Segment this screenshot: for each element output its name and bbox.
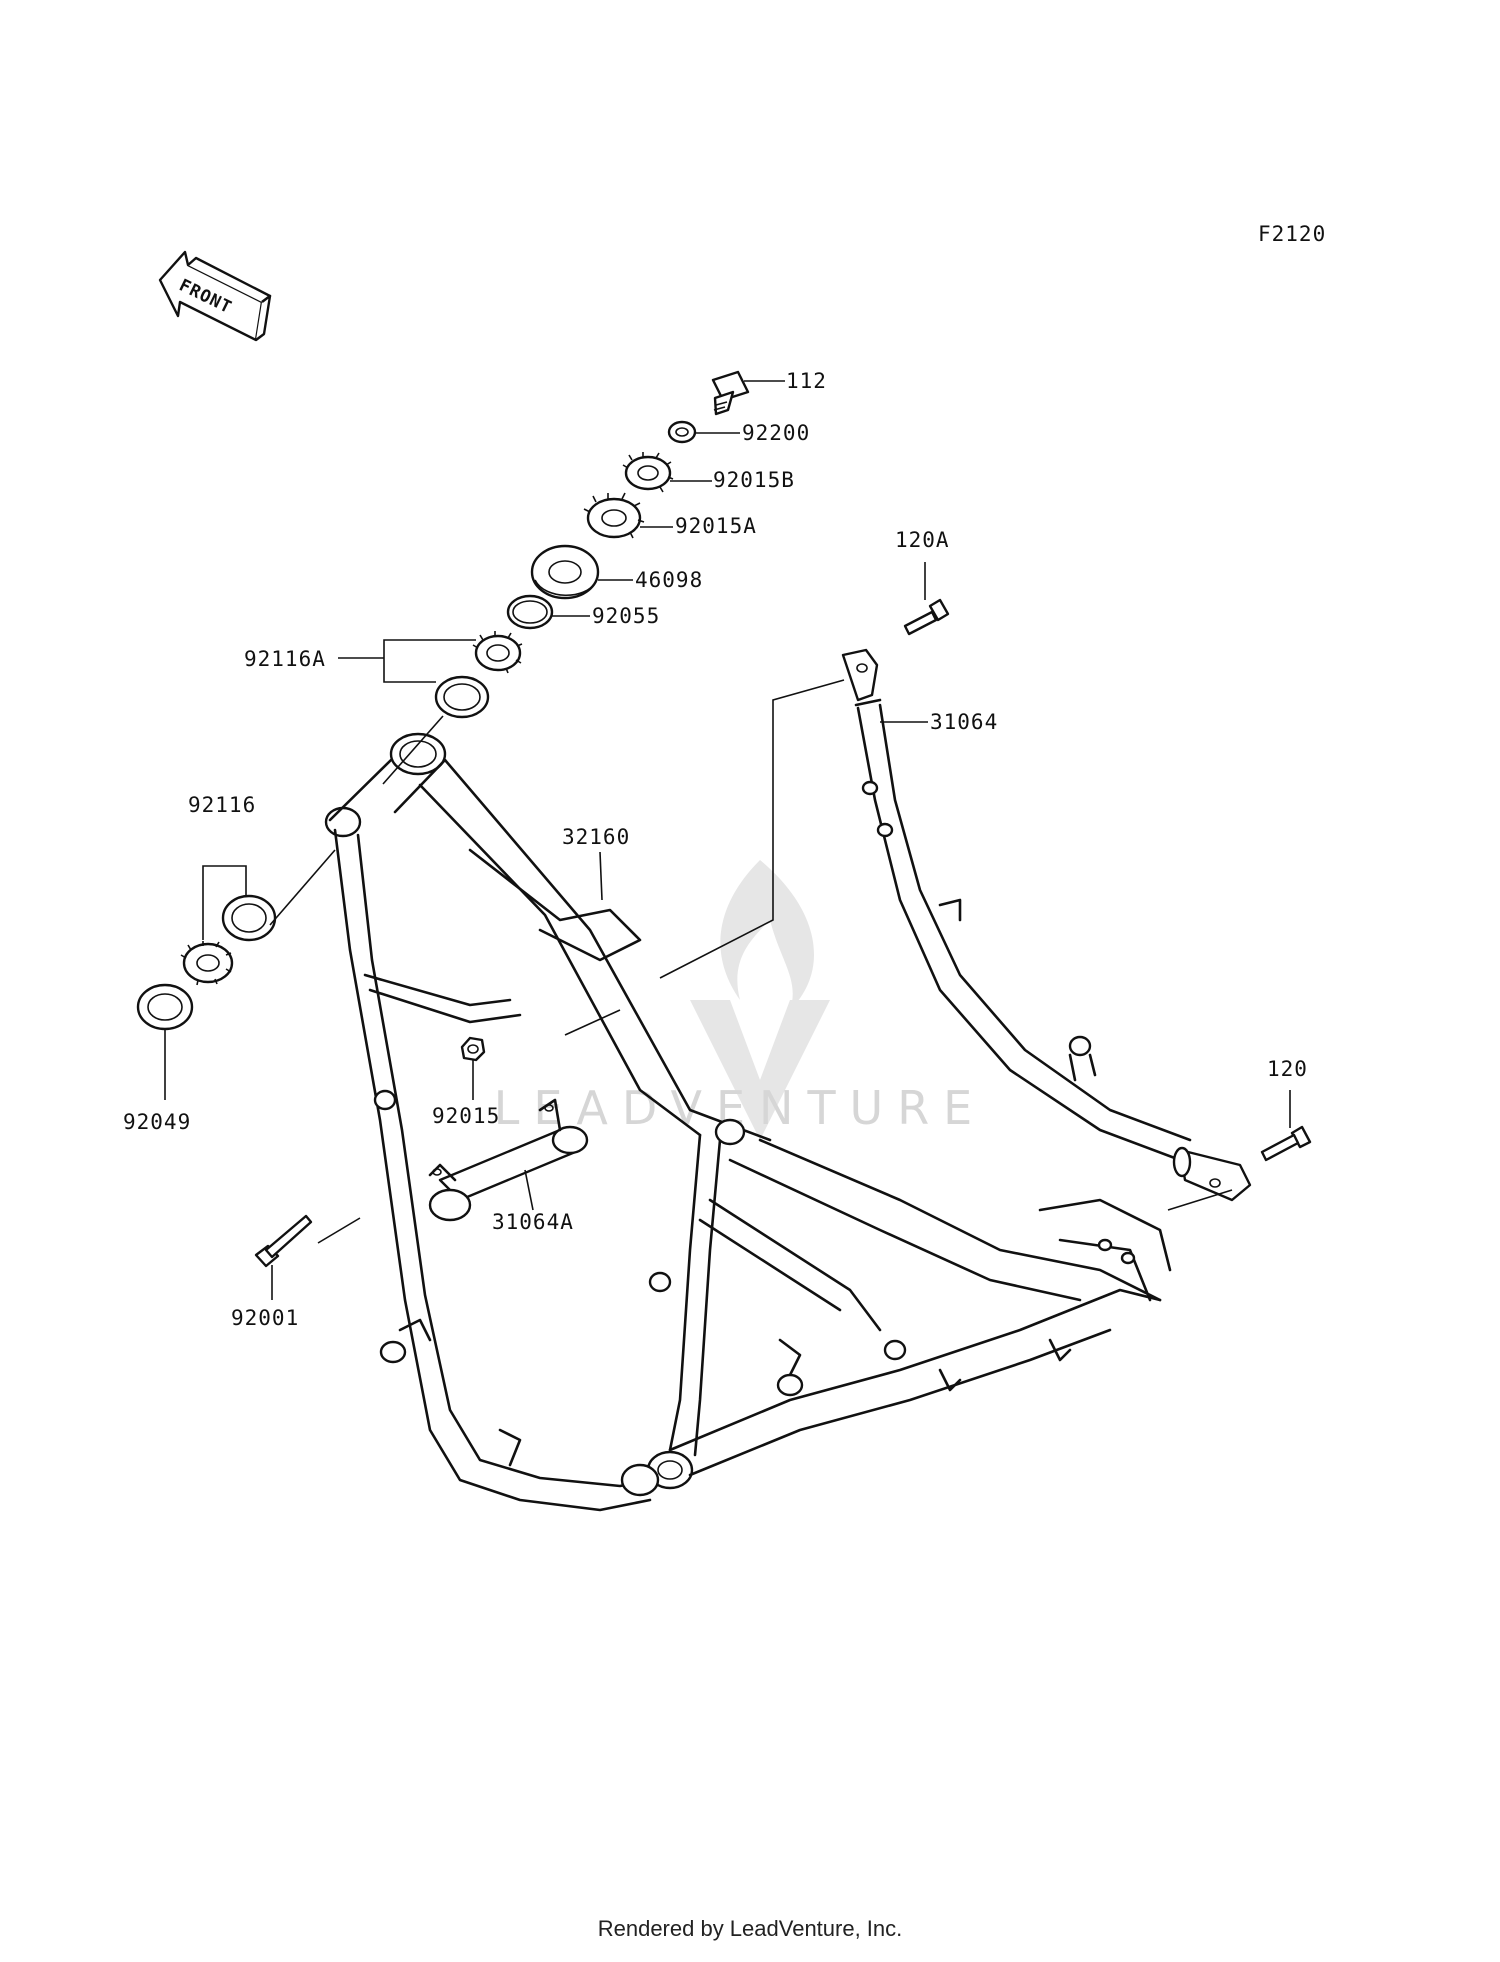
bearing-92116-icon bbox=[180, 941, 234, 986]
seal-92049-icon bbox=[136, 983, 194, 1031]
bolt-120-icon bbox=[1260, 1125, 1312, 1162]
callout-46098: 46098 bbox=[635, 568, 703, 592]
bearing-92116A-icon bbox=[472, 631, 523, 674]
callout-92049: 92049 bbox=[123, 1110, 191, 1134]
nut-92015-icon bbox=[460, 1036, 486, 1062]
callout-112: 112 bbox=[786, 369, 827, 393]
callout-120A: 120A bbox=[895, 528, 950, 552]
callout-92116A: 92116A bbox=[244, 647, 326, 671]
main-frame-32160 bbox=[324, 732, 1172, 1512]
front-arrow-icon: FRONT bbox=[158, 250, 272, 342]
callout-31064: 31064 bbox=[930, 710, 998, 734]
callout-92200: 92200 bbox=[742, 421, 810, 445]
engine-mount-31064A bbox=[428, 1098, 589, 1222]
nut-92015A-icon bbox=[583, 492, 645, 539]
figure-code: F2120 bbox=[1258, 222, 1326, 246]
bolt-120A-icon bbox=[903, 598, 950, 636]
washer-92200-icon bbox=[667, 420, 697, 444]
callout-92001: 92001 bbox=[231, 1306, 299, 1330]
leader-lines bbox=[164, 380, 1291, 1300]
frame-rail-31064 bbox=[841, 648, 1252, 1202]
callout-32160: 32160 bbox=[562, 825, 630, 849]
callout-120: 120 bbox=[1267, 1057, 1308, 1081]
callout-92015A: 92015A bbox=[675, 514, 757, 538]
seal-46098-icon bbox=[530, 544, 600, 600]
race-92116-icon bbox=[221, 894, 277, 942]
leadventure-watermark: LEADVENTURE bbox=[494, 860, 972, 1140]
callout-92015: 92015 bbox=[432, 1104, 500, 1128]
bolt-92001-icon bbox=[254, 1214, 313, 1268]
race-92116A-icon bbox=[434, 675, 490, 719]
callout-31064A: 31064A bbox=[492, 1210, 574, 1234]
bolt-112-icon bbox=[711, 370, 750, 416]
footer-credit: Rendered by LeadVenture, Inc. bbox=[597, 1916, 903, 1941]
callout-92055: 92055 bbox=[592, 604, 660, 628]
nut-92015B-icon bbox=[622, 452, 674, 493]
callout-92116: 92116 bbox=[188, 793, 256, 817]
callout-92015B: 92015B bbox=[713, 468, 795, 492]
